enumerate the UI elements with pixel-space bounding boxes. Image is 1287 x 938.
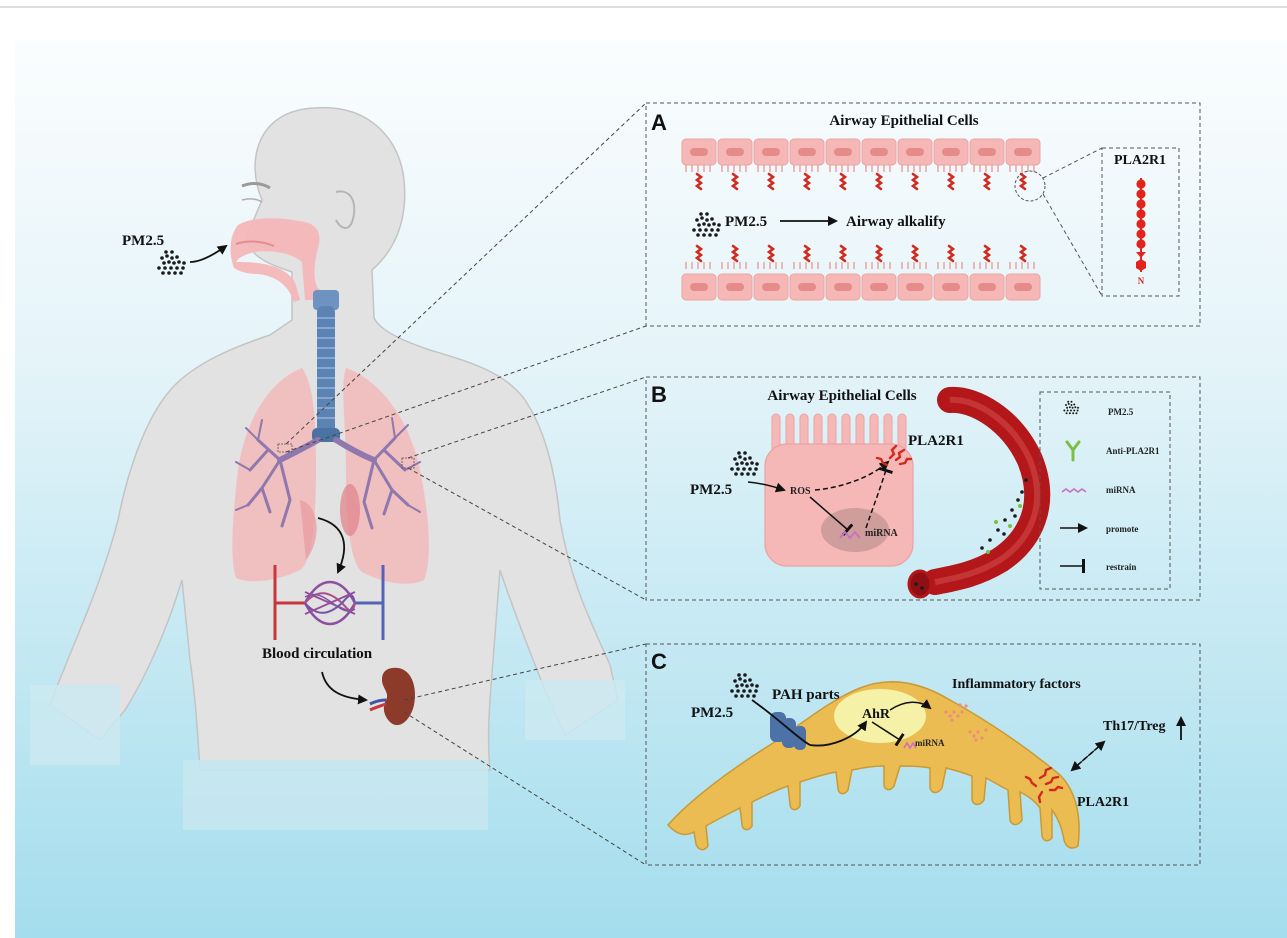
inflammatory-factors-label: Inflammatory factors (952, 677, 1081, 692)
panel-c-pm25-label: PM2.5 (691, 705, 733, 721)
legend-promote-label: promote (1106, 524, 1138, 534)
panel-c-letter: C (651, 649, 667, 674)
panel-c-pla2r1-label: PLA2R1 (1077, 795, 1129, 810)
left-hand-fade (30, 685, 120, 765)
panel-b-letter: B (651, 382, 667, 407)
legend-pm25-label: PM2.5 (1108, 407, 1134, 417)
legend-mirna-label: miRNA (1106, 485, 1136, 495)
receptor-terminal-label: N (1138, 276, 1145, 286)
panel-b-title: Airway Epithelial Cells (767, 388, 916, 404)
ros-label: ROS (790, 486, 811, 497)
right-hand-fade (525, 680, 625, 740)
torso-fade (183, 760, 488, 830)
panel-c-mirna-label: miRNA (915, 738, 945, 748)
panel-a-letter: A (651, 110, 667, 135)
ahr-label: AhR (862, 707, 891, 722)
blood-circulation-label: Blood circulation (262, 646, 373, 662)
legend-restrain-label: restrain (1106, 562, 1136, 572)
heart (340, 484, 360, 536)
pah-parts-label: PAH parts (772, 687, 840, 703)
receptor-inset-title: PLA2R1 (1114, 153, 1166, 168)
panel-b-pla2r1-label: PLA2R1 (908, 433, 964, 449)
panel-a-pm25-label: PM2.5 (725, 214, 767, 230)
th17-treg-label: Th17/Treg (1103, 719, 1166, 734)
panel-b-mirna-label: miRNA (865, 528, 899, 539)
panel-b-pm25-label: PM2.5 (690, 482, 732, 498)
panel-a-title: Airway Epithelial Cells (829, 113, 978, 129)
legend-anti-pla2r1-label: Anti-PLA2R1 (1106, 446, 1160, 456)
pm25-inhaled-label: PM2.5 (122, 233, 164, 249)
panel-a-effect-label: Airway alkalify (846, 214, 946, 230)
